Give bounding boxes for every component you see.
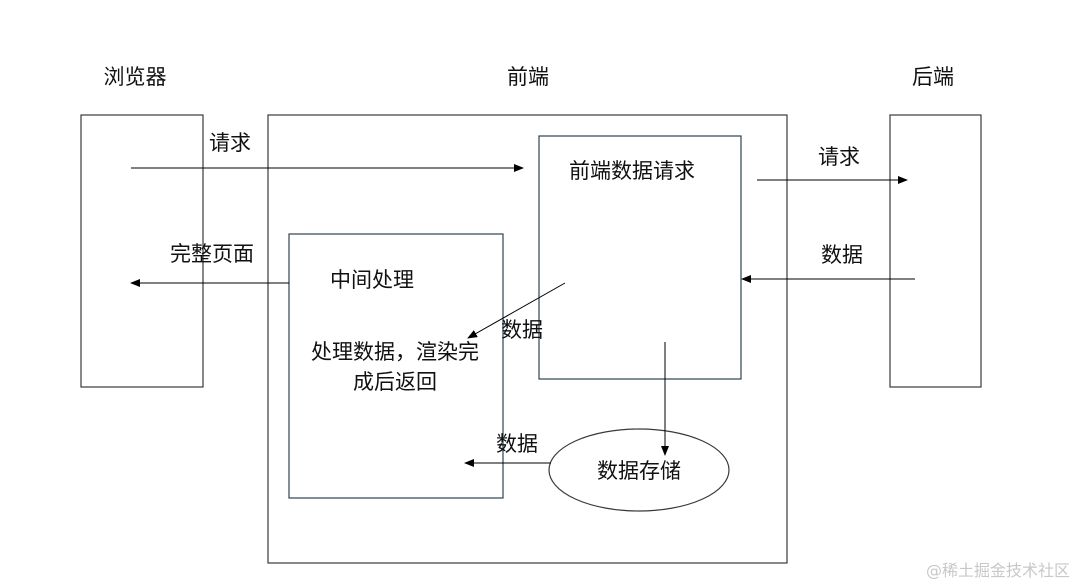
process-detail-line1: 处理数据，渲染完 — [311, 340, 479, 364]
process-detail-line2: 成后返回 — [353, 370, 437, 394]
backend-column-title: 后端 — [912, 65, 954, 89]
watermark-text: @稀土掘金技术社区 — [926, 561, 1070, 580]
browser-box — [80, 114, 204, 388]
edge-label-browser-request: 请求 — [209, 131, 251, 155]
frontend-column-title: 前端 — [507, 65, 549, 89]
edge-label-backend-request: 请求 — [818, 145, 860, 169]
edge-label-backend-data: 数据 — [821, 243, 863, 267]
data-storage-ellipse — [548, 428, 730, 512]
data-storage-label: 数据存储 — [597, 459, 681, 483]
frontend-request-box — [538, 135, 742, 380]
frontend-request-label: 前端数据请求 — [569, 159, 695, 183]
middle-process-box — [288, 233, 504, 499]
arrow-request-to-process — [467, 282, 566, 339]
backend-box — [889, 114, 982, 388]
browser-column-title: 浏览器 — [104, 65, 167, 89]
edge-label-full-page: 完整页面 — [170, 242, 254, 266]
middle-process-label: 中间处理 — [330, 268, 414, 292]
edge-label-request-data: 数据 — [501, 318, 543, 342]
edge-label-storage-data: 数据 — [496, 432, 538, 456]
